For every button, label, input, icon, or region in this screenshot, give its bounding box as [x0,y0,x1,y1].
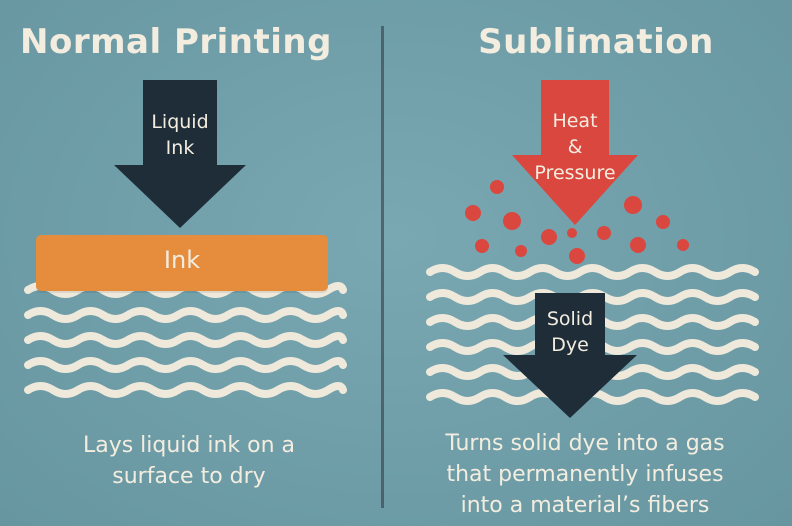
particle [515,245,527,257]
particle [465,205,481,221]
sublimation-caption-line3: into a material’s fibers [460,493,710,518]
solid-dye-arrow [503,293,637,418]
panel-divider [381,26,384,508]
particle [630,237,646,253]
heat-pressure-label: Heat & Pressure [515,108,635,186]
sublimation-caption: Turns solid dye into a gas that permanen… [404,428,766,521]
normal-printing-caption: Lays liquid ink on a surface to dry [30,430,348,492]
particle [475,239,489,253]
liquid-ink-label-line2: Ink [165,137,195,159]
solid-dye-label-line2: Dye [551,334,589,356]
heat-pressure-label-line3: Pressure [534,162,616,184]
particle [503,212,521,230]
particle [656,215,670,229]
liquid-ink-arrow [114,80,246,228]
sublimation-caption-line2: that permanently infuses [446,462,724,487]
solid-dye-label: Solid Dye [530,306,610,358]
liquid-ink-label-line1: Liquid [151,111,209,133]
particle [541,229,557,245]
particle [597,226,611,240]
particle [490,180,504,194]
heat-pressure-label-line2: & [567,136,583,158]
dye-gas-particles [465,180,689,264]
ink-layer-label: Ink [163,246,201,274]
heat-pressure-arrow [512,80,638,225]
particle [569,248,585,264]
ink-layer [36,235,328,291]
normal-printing-title: Normal Printing [20,22,332,62]
liquid-ink-label: Liquid Ink [140,109,220,161]
normal-printing-caption-line1: Lays liquid ink on a [82,433,296,458]
particle [677,239,689,251]
particle [624,196,642,214]
normal-printing-caption-line2: surface to dry [112,464,266,489]
sublimation-caption-line1: Turns solid dye into a gas [445,431,725,456]
heat-pressure-label-line1: Heat [552,110,598,132]
fiber-lines-left [24,282,347,398]
particle [567,228,577,238]
sublimation-title: Sublimation [478,22,714,62]
solid-dye-label-line1: Solid [546,308,594,330]
